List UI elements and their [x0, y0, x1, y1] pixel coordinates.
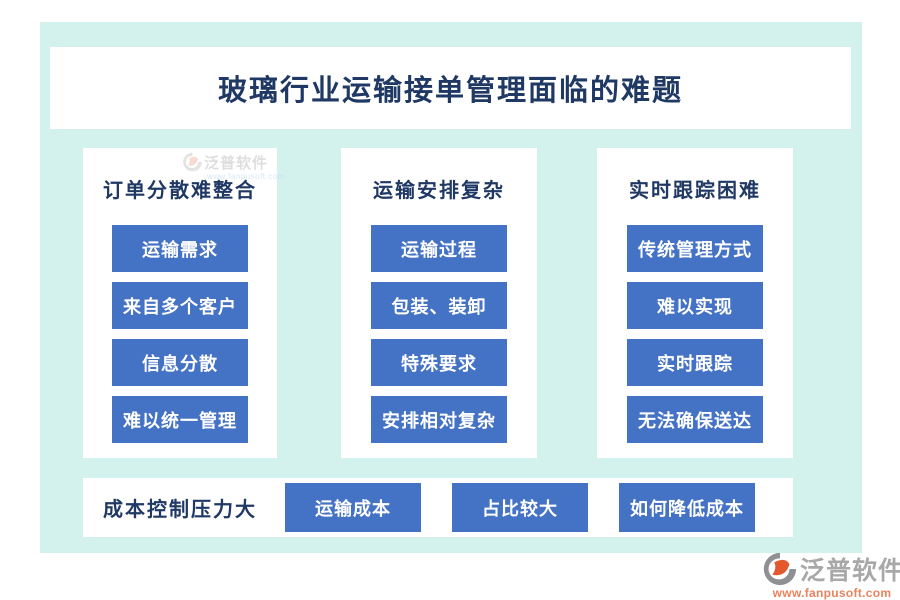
item-button[interactable]: 特殊要求	[371, 339, 507, 386]
item-button[interactable]: 占比较大	[452, 483, 588, 532]
column-items: 运输需求 来自多个客户 信息分散 难以统一管理	[83, 225, 277, 443]
watermark-brand: 泛普软件	[204, 154, 269, 172]
column-header: 实时跟踪困难	[629, 180, 761, 202]
diagram-panel: 玻璃行业运输接单管理面临的难题 泛普软件 www.fanpusoft.com 订…	[40, 22, 862, 553]
item-button[interactable]: 来自多个客户	[112, 282, 248, 329]
column-header: 订单分散难整合	[103, 180, 257, 202]
item-button[interactable]: 运输过程	[371, 225, 507, 272]
item-button[interactable]: 难以统一管理	[112, 396, 248, 443]
footer-brand[interactable]: 泛普软件 www.fanpusoft.com	[763, 550, 900, 600]
item-button[interactable]: 无法确保送达	[627, 396, 763, 443]
title-bar: 玻璃行业运输接单管理面临的难题	[50, 47, 851, 129]
brand-name: 泛普软件	[800, 557, 900, 585]
item-button[interactable]: 安排相对复杂	[371, 396, 507, 443]
column-items: 运输过程 包装、装卸 特殊要求 安排相对复杂	[341, 225, 537, 443]
item-button[interactable]: 信息分散	[112, 339, 248, 386]
fanpu-logo-icon	[763, 552, 797, 586]
column-card-order-dispersion: 泛普软件 www.fanpusoft.com 订单分散难整合 运输需求 来自多个…	[83, 148, 284, 458]
item-button[interactable]: 传统管理方式	[627, 225, 763, 272]
column-card-realtime-tracking: 实时跟踪困难 传统管理方式 难以实现 实时跟踪 无法确保送达	[597, 148, 793, 458]
bottom-bar: 成本控制压力大 运输成本 占比较大 如何降低成本	[83, 478, 793, 537]
brand-url[interactable]: www.fanpusoft.com	[772, 586, 892, 600]
column-card-transport-arrangement: 运输安排复杂 运输过程 包装、装卸 特殊要求 安排相对复杂	[341, 148, 537, 458]
column-items: 传统管理方式 难以实现 实时跟踪 无法确保送达	[597, 225, 793, 443]
item-button[interactable]: 运输需求	[112, 225, 248, 272]
item-button[interactable]: 实时跟踪	[627, 339, 763, 386]
watermark: 泛普软件 www.fanpusoft.com	[181, 151, 285, 181]
bottom-row-label: 成本控制压力大	[103, 499, 257, 521]
item-button[interactable]: 运输成本	[285, 483, 421, 532]
item-button[interactable]: 难以实现	[627, 282, 763, 329]
page-title: 玻璃行业运输接单管理面临的难题	[217, 75, 683, 107]
fanpu-logo-icon	[183, 152, 202, 172]
item-button[interactable]: 如何降低成本	[619, 483, 755, 532]
column-header: 运输安排复杂	[373, 180, 505, 202]
item-button[interactable]: 包装、装卸	[371, 282, 507, 329]
watermark-url: www.fanpusoft.com	[207, 172, 285, 181]
